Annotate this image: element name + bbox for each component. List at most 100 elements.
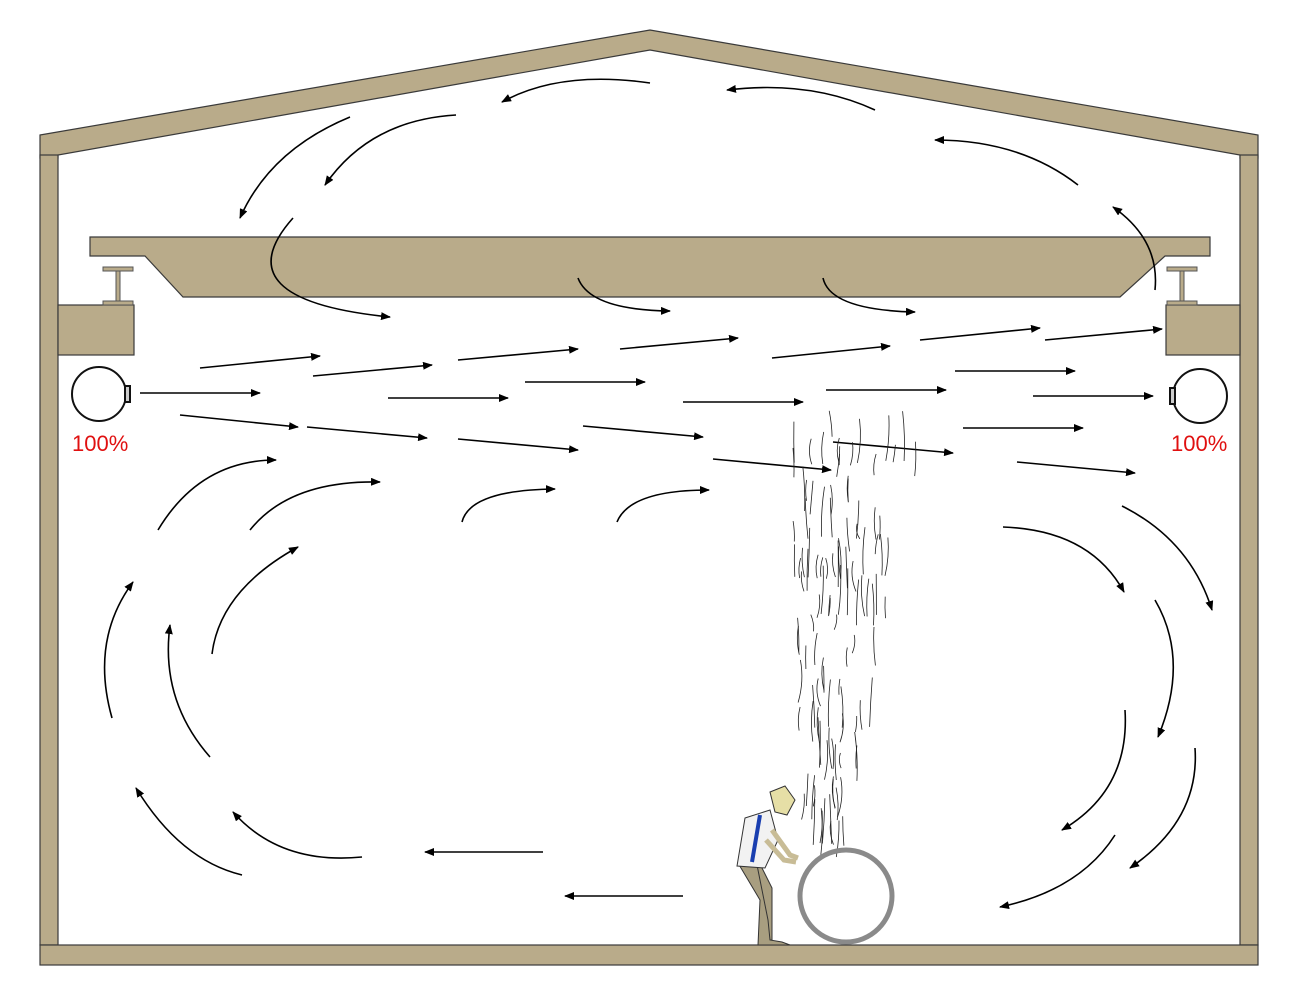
- floor: [39, 944, 1259, 966]
- welding-fume-icon: [811, 701, 814, 742]
- airflow-arrow-icon: [832, 441, 954, 457]
- welding-fume-icon: [821, 657, 825, 691]
- welding-fume-icon: [816, 678, 821, 707]
- welding-fume-icon: [873, 507, 877, 540]
- welding-fume-icon: [840, 686, 844, 728]
- welding-fume-icon: [892, 444, 896, 463]
- airflow-arrow-icon: [211, 546, 299, 655]
- welding-fume-icon: [835, 787, 839, 821]
- welding-fume-icon: [797, 617, 800, 653]
- welding-fume-icon: [832, 553, 836, 578]
- welding-fume-icon: [809, 480, 814, 515]
- airflow-arrow-icon: [999, 834, 1116, 910]
- welding-fume-icon: [836, 453, 840, 477]
- welding-fume-icon: [869, 677, 873, 727]
- welding-fume-icon: [810, 614, 815, 632]
- airflow-arrow-icon: [1061, 709, 1127, 831]
- exhaust-fan-icon[interactable]: [71, 366, 131, 422]
- airflow-arrow-icon: [457, 345, 579, 361]
- airflow-arrow-icon: [616, 486, 710, 523]
- welding-fume-icon: [846, 568, 849, 616]
- welding-fume-icon: [845, 546, 848, 589]
- airflow-arrow-icon: [270, 217, 391, 321]
- welding-fume-icon: [812, 684, 816, 728]
- airflow-arrow-icon: [712, 458, 832, 474]
- airflow-arrow-icon: [239, 116, 351, 219]
- welding-fume-icon: [859, 700, 863, 730]
- welding-fume-icon: [804, 498, 809, 539]
- welding-fume-icon: [884, 596, 886, 619]
- airflow-arrow-icon: [501, 78, 651, 103]
- welding-fume-icon: [821, 486, 825, 537]
- airflow-arrow-icon: [324, 114, 457, 186]
- welding-fume-icon: [873, 626, 876, 666]
- overhead-crane-beam: [89, 236, 1211, 298]
- welding-fume-icon: [819, 810, 823, 844]
- welding-fume-icon: [845, 647, 848, 667]
- welding-fume-icon: [846, 475, 849, 502]
- airflow-arrow-icon: [135, 787, 243, 876]
- welding-fume-icon: [812, 785, 816, 807]
- welding-fume-icon: [884, 537, 889, 576]
- welding-fume-icon: [812, 798, 816, 845]
- welding-fume-icon: [792, 521, 795, 542]
- exhaust-fan-icon[interactable]: [1169, 368, 1228, 424]
- airflow-arrow-icon: [1016, 461, 1136, 477]
- airflow-arrow-icon: [312, 361, 433, 377]
- roof: [39, 29, 1259, 159]
- airflow-arrow-icon: [199, 352, 321, 369]
- welding-fume-icon: [914, 441, 917, 477]
- welding-fume-icon: [846, 517, 850, 552]
- airflow-arrow-icon: [103, 581, 134, 719]
- welding-fume-icon: [856, 500, 860, 539]
- welding-fume-icon: [815, 554, 819, 579]
- welding-fume-icon: [856, 523, 861, 540]
- airflow-arrow-icon: [822, 277, 916, 316]
- airflow-arrow-icon: [306, 426, 428, 442]
- welding-fume-icon: [807, 527, 811, 578]
- welding-fume-icon: [842, 816, 845, 846]
- welding-fume-icon: [820, 557, 824, 577]
- airflow-arrow-icon: [457, 438, 579, 454]
- welding-fume-icon: [828, 595, 831, 616]
- welding-fume-icon: [879, 515, 881, 540]
- welding-fume-icon: [856, 579, 859, 626]
- welding-fume-icon: [809, 438, 813, 465]
- welding-fume-icon: [822, 798, 826, 844]
- airflow-arrow-icon: [582, 425, 704, 441]
- welding-fume-icon: [857, 418, 861, 463]
- welding-fume-icon: [825, 557, 828, 579]
- airflow-arrow-icon: [934, 136, 1079, 186]
- i-beam-icon: [102, 266, 134, 306]
- right-fan-speed-label: 100%: [1171, 431, 1228, 456]
- welding-fume-icon: [862, 527, 866, 575]
- welding-fume-icon: [829, 497, 833, 538]
- welding-fume-icon: [837, 777, 843, 818]
- airflow-arrow-icon: [461, 485, 556, 523]
- welding-fume-icon: [814, 633, 818, 666]
- airflow-arrow-icon: [1044, 325, 1163, 341]
- welding-fume-icon: [838, 752, 842, 769]
- welding-fume-icon: [902, 411, 905, 462]
- airflow-arrow-icon: [1154, 599, 1175, 738]
- airflow-arrow-icon: [577, 277, 671, 315]
- welding-fume-icon: [816, 594, 821, 618]
- welding-fume-icon: [830, 484, 833, 515]
- airflow-arrow-icon: [179, 414, 299, 431]
- welding-fume-icon: [835, 820, 840, 858]
- airflow-arrow-icon: [771, 342, 891, 359]
- left-crane-bracket: [57, 304, 135, 356]
- welding-fume-icon: [874, 534, 879, 555]
- welding-fume-icon: [797, 706, 801, 731]
- welding-fume-icon: [805, 773, 809, 807]
- welding-fume-icon: [817, 717, 822, 765]
- welding-fume-icon: [838, 564, 842, 615]
- welding-fume-icon: [827, 679, 831, 727]
- welding-fume-icon: [855, 715, 858, 733]
- welding-fume-icon: [820, 808, 823, 857]
- airflow-arrow-icon: [232, 811, 363, 859]
- pipe-ring-icon: [797, 847, 895, 945]
- welding-fume-icon: [805, 479, 807, 501]
- welding-fume-icon: [831, 776, 836, 808]
